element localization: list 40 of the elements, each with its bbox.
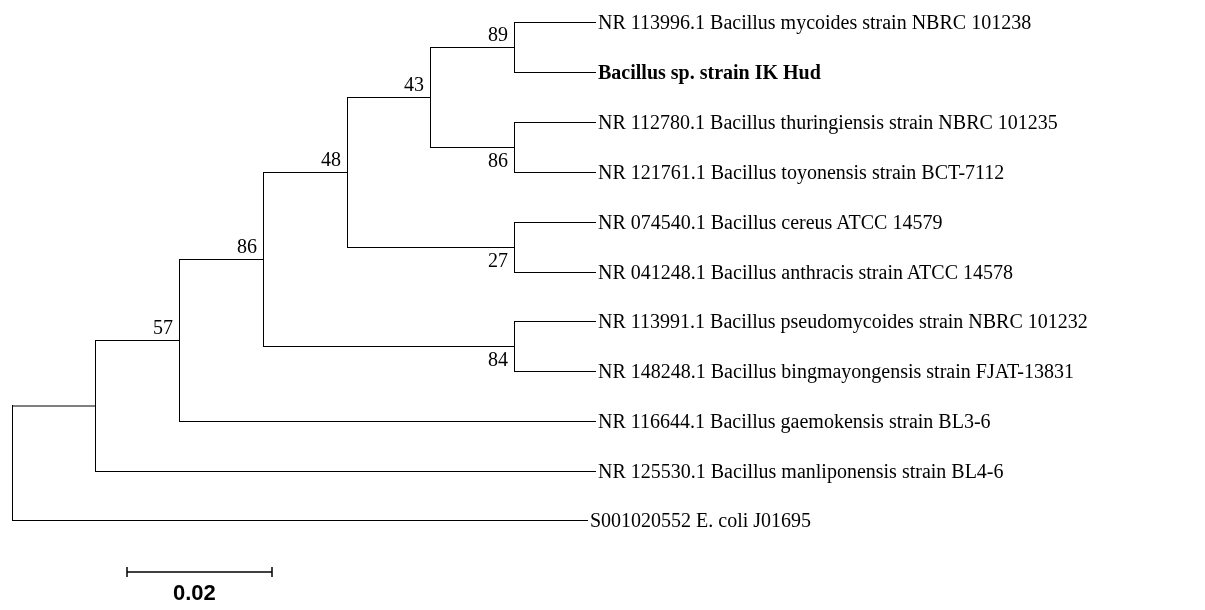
taxon-label: NR 041248.1 Bacillus anthracis strain ATCC 14578 bbox=[598, 260, 1013, 284]
tree-branch bbox=[514, 222, 597, 223]
bootstrap-value: 84 bbox=[488, 348, 508, 370]
tree-branch bbox=[514, 172, 597, 173]
tree-branch bbox=[514, 22, 597, 23]
tree-branch bbox=[12, 520, 589, 521]
tree-branch bbox=[179, 259, 264, 260]
tree-branch bbox=[430, 147, 515, 148]
tree-branch bbox=[347, 97, 431, 98]
bootstrap-value: 57 bbox=[153, 316, 173, 338]
bootstrap-value: 43 bbox=[404, 73, 424, 95]
tree-branch bbox=[263, 172, 348, 173]
tree-branch bbox=[95, 471, 597, 472]
tree-branch bbox=[430, 47, 515, 48]
taxon-label: NR 112780.1 Bacillus thuringiensis strain NBRC 101235 bbox=[598, 110, 1058, 134]
taxon-label: NR 113996.1 Bacillus mycoides strain NBRC 101238 bbox=[598, 10, 1032, 34]
taxon-label: Bacillus sp. strain IK Hud bbox=[598, 60, 821, 84]
tree-branch bbox=[347, 247, 515, 248]
bootstrap-value: 89 bbox=[488, 23, 508, 45]
tree-branch bbox=[514, 122, 597, 123]
tree-branch bbox=[95, 340, 180, 341]
tree-branch bbox=[514, 371, 597, 372]
bootstrap-value: 27 bbox=[488, 249, 508, 271]
tree-branch bbox=[12, 405, 96, 407]
bootstrap-value: 86 bbox=[488, 149, 508, 171]
taxon-label: S001020552 E. coli J01695 bbox=[590, 508, 812, 532]
tree-branch bbox=[514, 72, 597, 73]
bootstrap-value: 48 bbox=[321, 148, 341, 170]
taxon-label: NR 074540.1 Bacillus cereus ATCC 14579 bbox=[598, 210, 943, 234]
taxon-label: NR 113991.1 Bacillus pseudomycoides strain NBRC 101232 bbox=[598, 309, 1088, 333]
taxon-label: NR 121761.1 Bacillus toyonensis strain BCT-7112 bbox=[598, 160, 1005, 184]
scale-value: 0.02 bbox=[173, 581, 216, 605]
taxon-label: NR 148248.1 Bacillus bingmayongensis strain FJAT-13831 bbox=[598, 359, 1074, 383]
taxon-label: NR 116644.1 Bacillus gaemokensis strain BL3-6 bbox=[598, 409, 991, 433]
tree-branch bbox=[263, 346, 515, 347]
tree-branch bbox=[514, 321, 597, 322]
taxon-label: NR 125530.1 Bacillus manliponensis strain BL4-6 bbox=[598, 459, 1004, 483]
tree-branch bbox=[179, 421, 597, 422]
tree-branch bbox=[514, 272, 597, 273]
bootstrap-value: 86 bbox=[237, 235, 257, 257]
